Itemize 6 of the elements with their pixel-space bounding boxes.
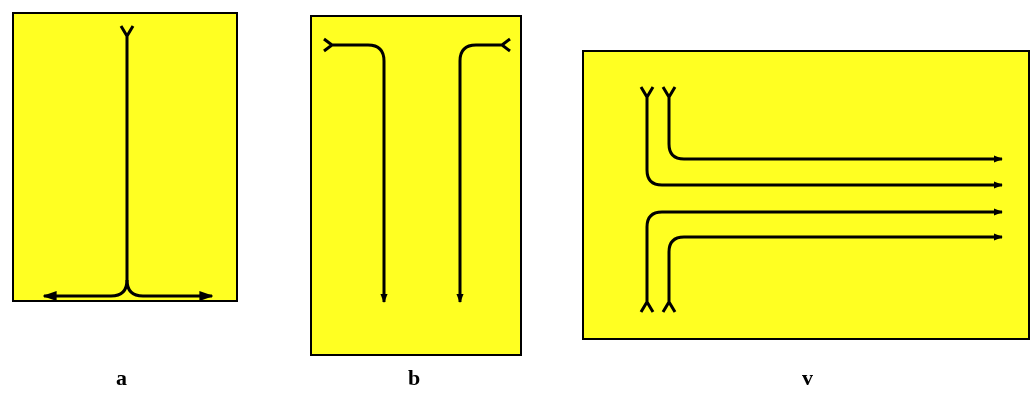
sign-panel <box>12 12 238 302</box>
panel-caption: b <box>408 366 421 390</box>
panel-caption: a <box>116 366 127 390</box>
sign-panel <box>582 50 1030 340</box>
panel-caption: v <box>802 366 813 390</box>
sign-panel <box>310 15 522 356</box>
